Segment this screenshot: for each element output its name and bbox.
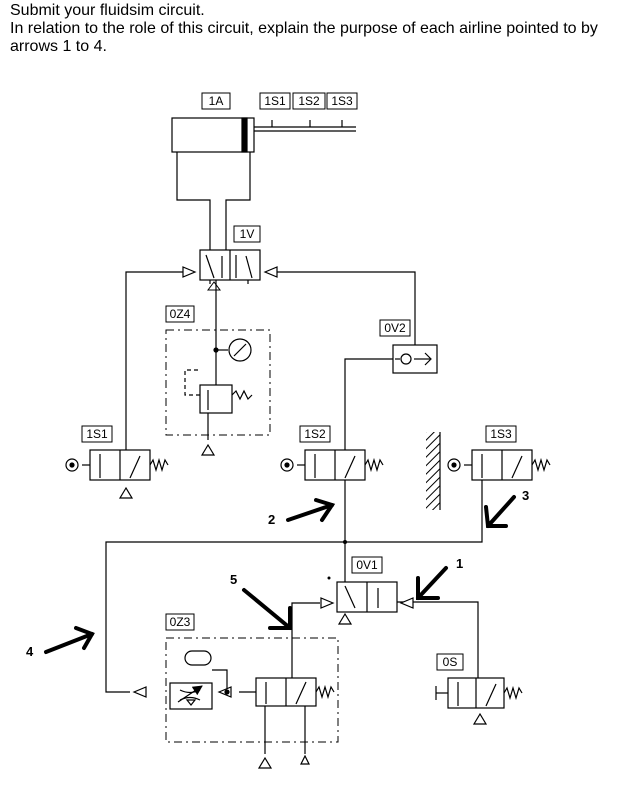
label-1s3: 1S3 (485, 425, 517, 443)
arrow-5-label: 5 (230, 572, 237, 587)
arrow-1-label: 1 (456, 556, 463, 571)
valve-1s2 (280, 449, 384, 481)
arrow-5 (242, 588, 292, 630)
arrow-3-label: 3 (522, 488, 529, 503)
junction-dot (343, 540, 347, 544)
junction-dot-small (327, 576, 331, 580)
valve-1s3 (447, 449, 551, 481)
pilot-line-0v2 (277, 271, 416, 345)
svg-text:1S3: 1S3 (331, 94, 353, 108)
valve-1s1 (65, 449, 169, 499)
label-1s1: 1S1 (81, 425, 113, 443)
label-1s1-top: 1S1 (259, 92, 291, 110)
svg-text:1S1: 1S1 (86, 427, 108, 441)
svg-text:1V: 1V (240, 227, 255, 241)
label-0v2: 0V2 (379, 319, 411, 337)
label-1v: 1V (233, 225, 261, 243)
arrow-4-label: 4 (26, 644, 34, 659)
label-1a: 1A (201, 92, 231, 110)
start-valve-0s (435, 677, 523, 725)
arrow-3 (484, 495, 516, 528)
svg-text:1S2: 1S2 (298, 94, 320, 108)
label-1s2-top: 1S2 (292, 92, 326, 110)
label-0z3: 0Z3 (165, 613, 195, 631)
label-0v1: 0V1 (351, 556, 383, 574)
cylinder-lines (176, 152, 251, 250)
valve-0v1 (320, 581, 414, 625)
exhaust-1v (207, 281, 221, 291)
arrow-2 (286, 498, 336, 522)
label-0s: 0S (436, 653, 464, 671)
question-text: Submit your fluidsim circuit. In relatio… (10, 2, 615, 56)
cylinder-1a (171, 117, 356, 153)
svg-text:0V1: 0V1 (356, 558, 378, 572)
svg-text:1A: 1A (209, 94, 224, 108)
timer-components (132, 650, 335, 769)
label-0z4: 0Z4 (165, 305, 195, 323)
mechanical-stop (426, 432, 440, 510)
valve-1v (182, 249, 278, 284)
pilot-line-1s1 (125, 271, 183, 450)
line-0v2-to-1s2 (344, 358, 393, 450)
question-line-2: In relation to the role of this circuit,… (10, 20, 598, 55)
shuttle-valve-0v2 (392, 344, 438, 374)
svg-text:0Z3: 0Z3 (170, 615, 191, 629)
arrow-1 (416, 566, 448, 600)
svg-text:1S3: 1S3 (490, 427, 512, 441)
arrow-4 (44, 626, 95, 654)
label-1s3-top: 1S3 (326, 92, 358, 110)
svg-text:1S1: 1S1 (264, 94, 286, 108)
svg-text:0S: 0S (443, 655, 458, 669)
arrow-2-label: 2 (268, 512, 275, 527)
question-line-1: Submit your fluidsim circuit. (10, 2, 205, 19)
svg-text:1S2: 1S2 (304, 427, 326, 441)
main-lines (105, 480, 483, 754)
pressure-regulator (184, 338, 253, 456)
label-1s2: 1S2 (299, 425, 331, 443)
svg-text:0V2: 0V2 (384, 321, 406, 335)
svg-text:0Z4: 0Z4 (170, 307, 191, 321)
timer-unit-0z3 (165, 637, 339, 743)
service-unit-0z4 (165, 329, 271, 436)
